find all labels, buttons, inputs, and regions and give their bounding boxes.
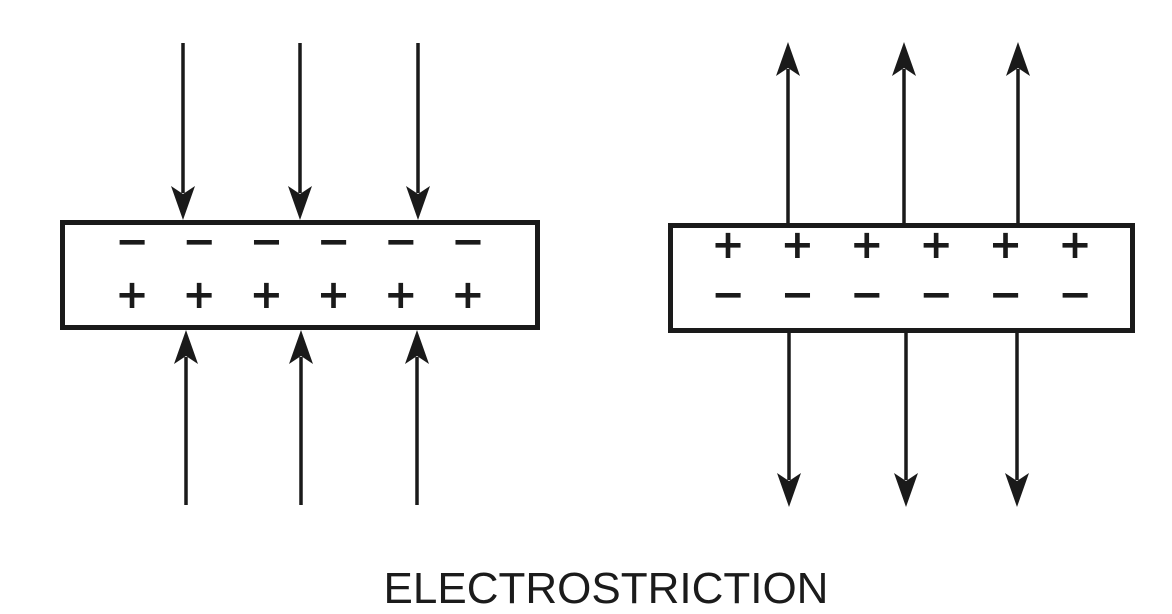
minus-sign: − <box>249 219 284 265</box>
force-arrow-up-icon <box>776 42 800 223</box>
force-arrow-up-icon <box>289 330 313 505</box>
minus-sign: − <box>316 219 351 265</box>
plus-sign: + <box>182 272 216 318</box>
positive-charge-row: + + + + + + <box>673 222 1130 270</box>
plus-sign: + <box>1058 222 1092 268</box>
positive-charge-row: + + + + + + <box>65 272 535 320</box>
minus-sign: − <box>383 219 418 265</box>
force-arrow-up-icon <box>174 330 198 505</box>
minus-sign: − <box>711 272 745 318</box>
minus-sign: − <box>115 219 149 265</box>
plus-sign: + <box>988 222 1023 268</box>
figure-title: ELECTROSTRICTION <box>383 564 829 613</box>
slab-compressed: − − − − − − + + + + + + <box>60 220 540 330</box>
plus-sign: + <box>850 222 884 268</box>
plus-sign: + <box>919 222 953 268</box>
force-arrow-down-icon <box>1005 333 1029 507</box>
minus-sign: − <box>1058 272 1092 318</box>
force-arrow-up-icon <box>405 330 429 505</box>
plus-sign: + <box>383 272 418 318</box>
minus-sign: − <box>850 272 884 318</box>
plus-sign: + <box>249 272 284 318</box>
force-arrow-down-icon <box>777 333 801 507</box>
plus-sign: + <box>711 222 745 268</box>
plus-sign: + <box>115 272 149 318</box>
plus-sign: + <box>316 272 351 318</box>
force-arrow-down-icon <box>171 43 195 220</box>
negative-charge-row: − − − − − − <box>673 272 1130 320</box>
minus-sign: − <box>780 272 815 318</box>
force-arrow-up-icon <box>892 42 916 223</box>
minus-sign: − <box>919 272 953 318</box>
plus-sign: + <box>451 272 485 318</box>
force-arrow-down-icon <box>288 43 312 220</box>
force-arrow-up-icon <box>1006 42 1030 223</box>
minus-sign: − <box>988 272 1023 318</box>
force-arrow-down-icon <box>406 43 430 220</box>
force-arrow-down-icon <box>894 333 918 507</box>
minus-sign: − <box>182 219 216 265</box>
slab-expanded: + + + + + + − − − − − − <box>668 223 1135 333</box>
minus-sign: − <box>451 219 485 265</box>
negative-charge-row: − − − − − − <box>65 219 535 267</box>
plus-sign: + <box>780 222 815 268</box>
